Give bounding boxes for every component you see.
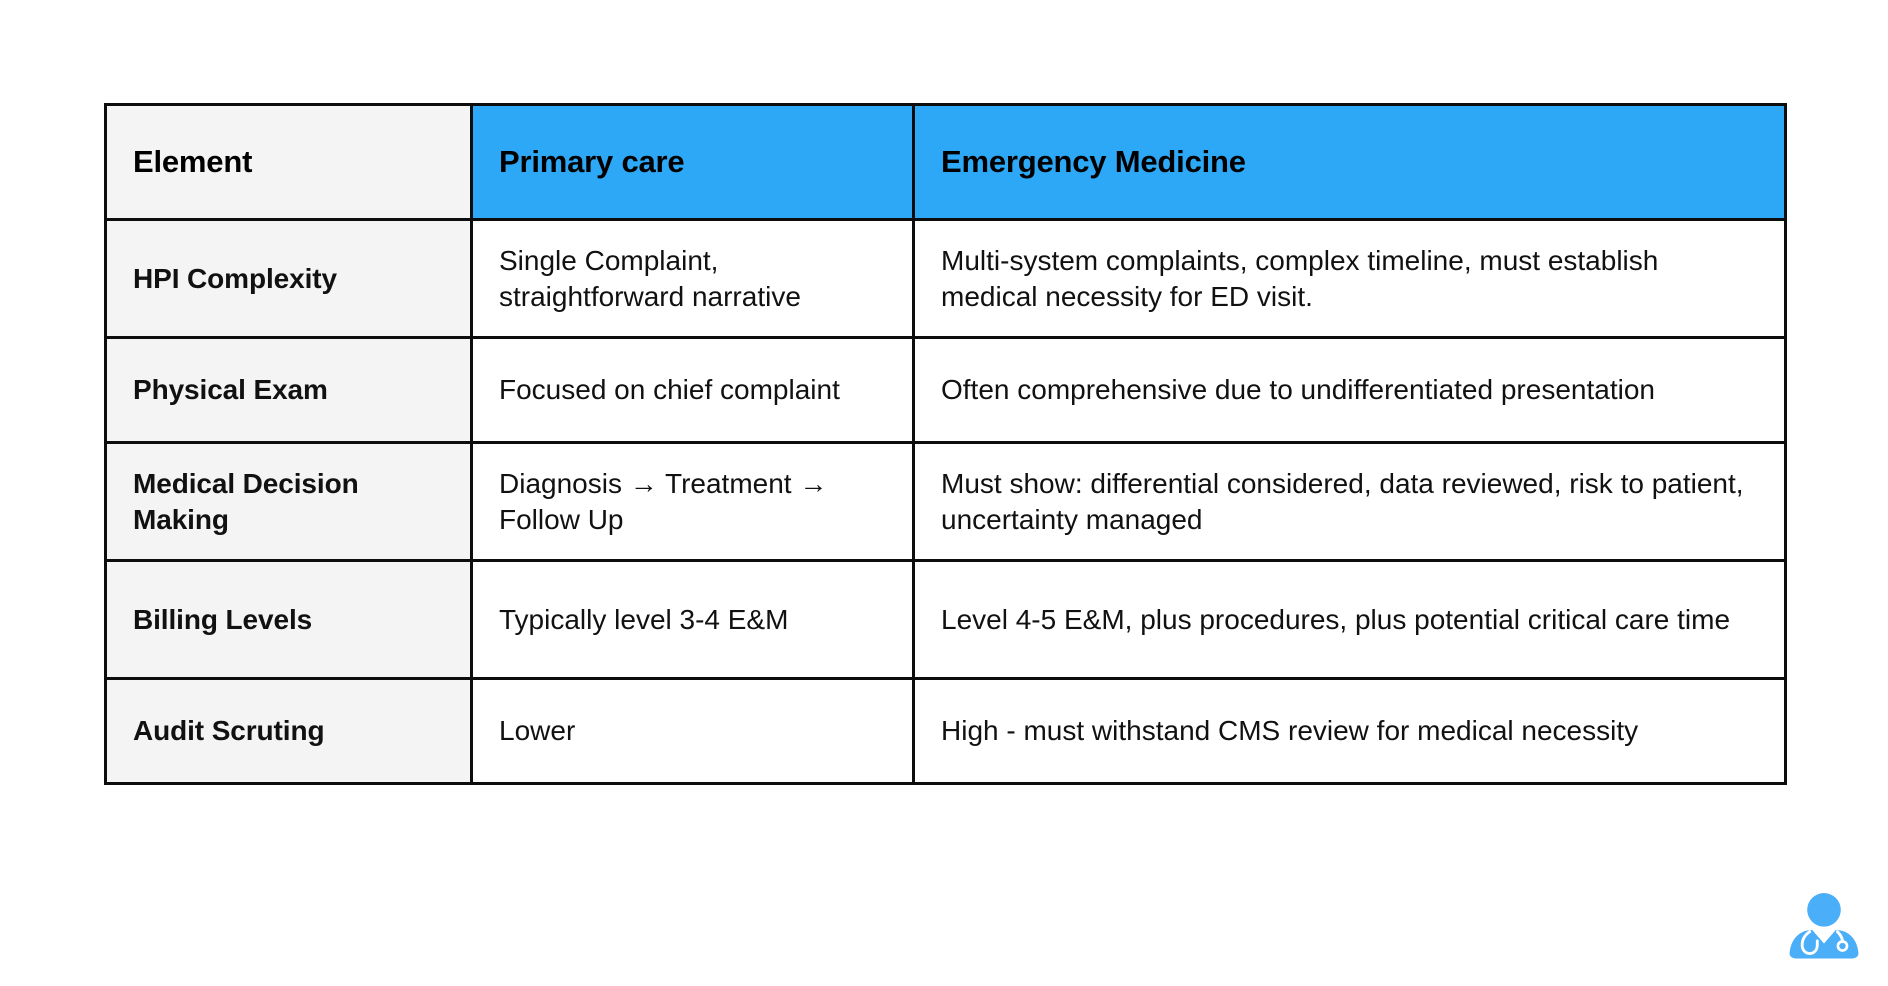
row-label-hpi-complexity: HPI Complexity	[104, 218, 473, 339]
table-header-row: Element Primary care Emergency Medicine	[104, 103, 1787, 221]
column-header-primary-care: Primary care	[470, 103, 915, 221]
row-label-billing-levels: Billing Levels	[104, 559, 473, 680]
column-header-emergency-medicine: Emergency Medicine	[912, 103, 1787, 221]
cell-billing-primary-care: Typically level 3-4 E&M	[470, 559, 915, 680]
cell-mdm-primary-care: Diagnosis → Treatment → Follow Up	[470, 441, 915, 562]
cell-audit-emergency-medicine: High - must withstand CMS review for med…	[912, 677, 1787, 785]
cell-physical-exam-emergency-medicine: Often comprehensive due to undifferentia…	[912, 336, 1787, 444]
comparison-table: Element Primary care Emergency Medicine …	[104, 103, 1787, 785]
cell-audit-primary-care: Lower	[470, 677, 915, 785]
cell-billing-emergency-medicine: Level 4-5 E&M, plus procedures, plus pot…	[912, 559, 1787, 680]
table-header: Element Primary care Emergency Medicine	[104, 103, 1787, 221]
table-row: Audit Scruting Lower High - must withsta…	[104, 677, 1787, 785]
cell-mdm-emergency-medicine: Must show: differential considered, data…	[912, 441, 1787, 562]
cell-hpi-primary-care: Single Complaint, straightforward narrat…	[470, 218, 915, 339]
doctor-stethoscope-icon	[1782, 888, 1866, 972]
row-label-medical-decision-making: Medical Decision Making	[104, 441, 473, 562]
table-row: Medical Decision Making Diagnosis → Trea…	[104, 441, 1787, 562]
row-label-audit-scruting: Audit Scruting	[104, 677, 473, 785]
cell-hpi-emergency-medicine: Multi-system complaints, complex timelin…	[912, 218, 1787, 339]
table-row: Physical Exam Focused on chief complaint…	[104, 336, 1787, 444]
table-row: Billing Levels Typically level 3-4 E&M L…	[104, 559, 1787, 680]
table-row: HPI Complexity Single Complaint, straigh…	[104, 218, 1787, 339]
column-header-element: Element	[104, 103, 473, 221]
table-body: HPI Complexity Single Complaint, straigh…	[104, 218, 1787, 785]
cell-physical-exam-primary-care: Focused on chief complaint	[470, 336, 915, 444]
row-label-physical-exam: Physical Exam	[104, 336, 473, 444]
